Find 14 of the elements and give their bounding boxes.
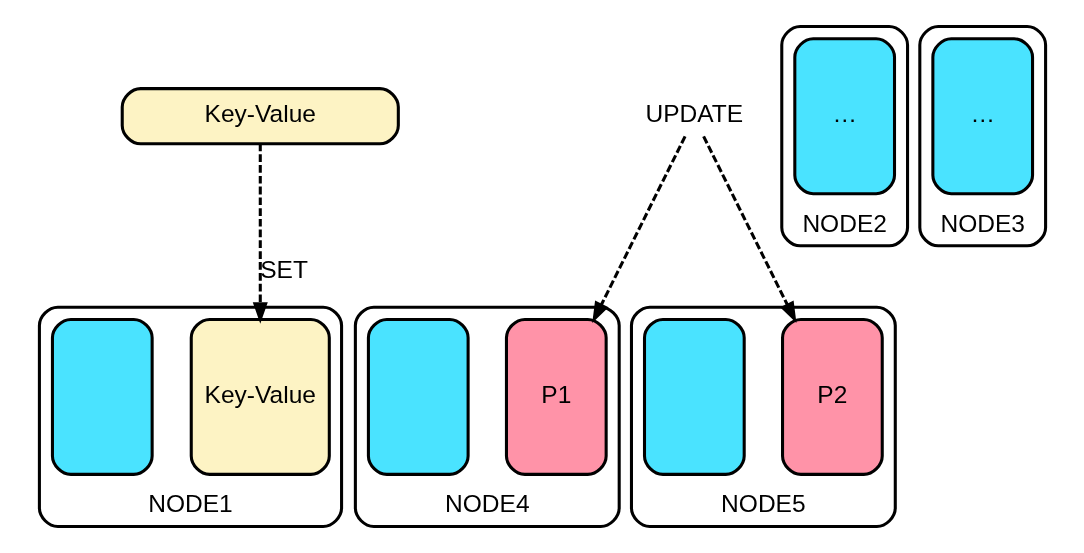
node-box: …: [792, 37, 896, 196]
arrow: [701, 135, 796, 324]
arrow: [591, 135, 686, 324]
edge-label: SET: [259, 255, 308, 283]
arrow: [252, 143, 268, 324]
node-box: [50, 317, 154, 476]
node-box: Key-Value: [189, 317, 331, 476]
node-box: Key-Value: [120, 87, 400, 146]
node-box: [642, 317, 746, 476]
node-box: P2: [780, 317, 884, 476]
node-box: …: [930, 37, 1034, 196]
node-box: [366, 317, 470, 476]
node-box: P1: [504, 317, 608, 476]
node-text: UPDATE: [645, 100, 743, 128]
